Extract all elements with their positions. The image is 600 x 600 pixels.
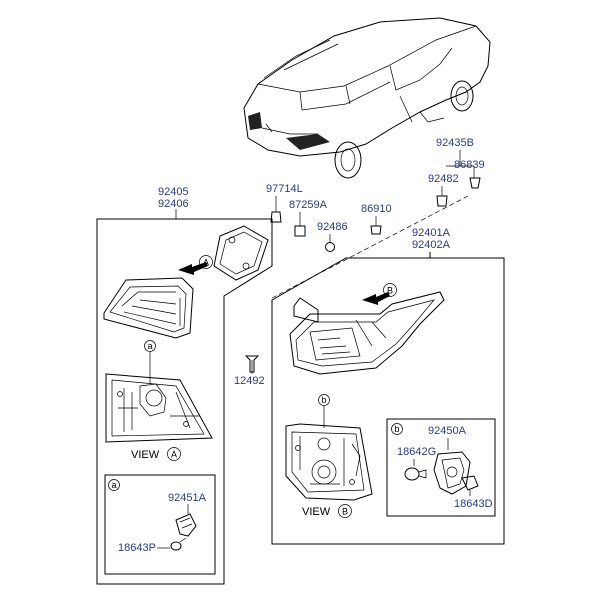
bulb-p-drawing bbox=[170, 537, 187, 551]
marker-A-arrow: A bbox=[203, 258, 209, 268]
view-b-marker: B bbox=[342, 507, 348, 517]
part-label-92450A: 92450A bbox=[428, 425, 467, 437]
part-label-86910: 86910 bbox=[361, 203, 392, 215]
part-label-92482: 92482 bbox=[428, 173, 459, 185]
part-label-92451A: 92451A bbox=[168, 492, 207, 504]
marker-a-callout: a bbox=[148, 341, 153, 351]
outer-lamp-drawing bbox=[289, 291, 445, 375]
view-a-drawing bbox=[105, 373, 213, 443]
part-label-18642G: 18642G bbox=[397, 446, 436, 458]
inner-lamp-group: 92405 92406 A a bbox=[96, 186, 273, 585]
inner-lamp-drawing bbox=[103, 277, 194, 339]
part-label-92405: 92405 bbox=[158, 186, 189, 198]
part-label-92486: 92486 bbox=[317, 221, 348, 233]
part-label-87259A: 87259A bbox=[289, 199, 328, 211]
inset-a-marker: a bbox=[112, 480, 117, 490]
part-label-92402A: 92402A bbox=[412, 239, 451, 251]
inset-b-marker: b bbox=[395, 424, 400, 434]
part-label-92406: 92406 bbox=[158, 198, 189, 210]
fastener-callouts: 97714L 87259A 86910 92486 12492 bbox=[234, 183, 392, 387]
view-a-marker: A bbox=[171, 450, 177, 460]
part-label-86839: 86839 bbox=[454, 159, 485, 171]
socket-drawing bbox=[175, 513, 197, 537]
outer-lamp-group: 92401A 92402A B b bbox=[271, 227, 505, 545]
marker-b-callout: b bbox=[322, 395, 327, 405]
part-label-12492: 12492 bbox=[234, 375, 265, 387]
bulb-g-drawing bbox=[404, 467, 427, 481]
right-fastener-callouts: 92435B 86839 92482 bbox=[428, 137, 485, 207]
view-b-drawing bbox=[285, 423, 373, 501]
car-illustration bbox=[243, 17, 491, 179]
view-a-word: VIEW bbox=[131, 449, 160, 461]
part-label-92435B: 92435B bbox=[436, 137, 474, 149]
socket-b-drawing bbox=[433, 451, 479, 495]
view-b-word: VIEW bbox=[302, 506, 331, 518]
part-label-18643D: 18643D bbox=[454, 498, 493, 510]
part-label-97714L: 97714L bbox=[266, 183, 303, 195]
part-label-18643P: 18643P bbox=[118, 542, 156, 554]
gasket-drawing bbox=[213, 225, 269, 281]
marker-B-arrow: B bbox=[387, 286, 393, 296]
part-label-92401A: 92401A bbox=[412, 227, 451, 239]
